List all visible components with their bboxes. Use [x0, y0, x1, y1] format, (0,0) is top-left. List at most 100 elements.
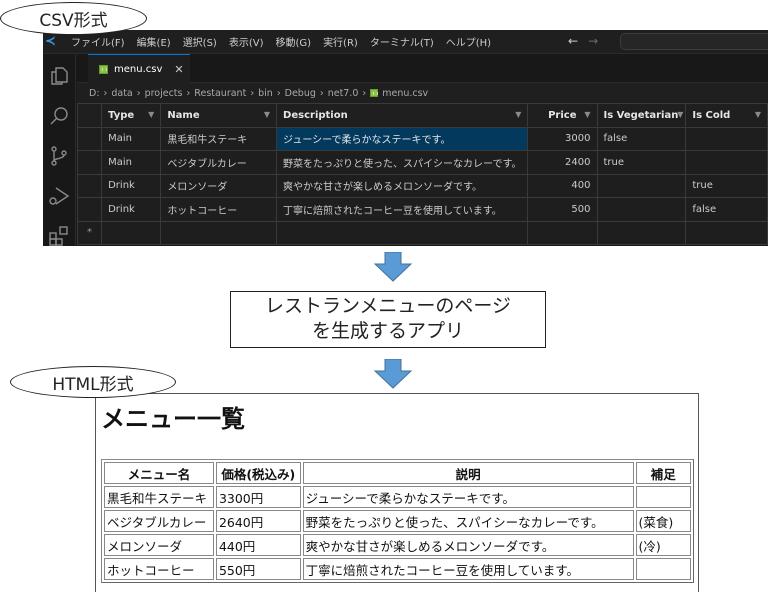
page-title: メニュー一覧 [101, 405, 245, 433]
chevron-right-icon: › [276, 87, 281, 99]
cell-empty[interactable] [685, 220, 768, 245]
menu-go[interactable]: 移動(G) [275, 38, 312, 49]
search-icon[interactable] [47, 104, 71, 128]
column-header-price[interactable]: Price▼ [527, 103, 598, 128]
forward-arrow-icon[interactable]: → [588, 34, 599, 48]
cell-price: 440円 [215, 534, 301, 556]
cell-description[interactable]: 野菜をたっぷりと使った、スパイシーなカレーです。 [276, 150, 529, 175]
filter-icon[interactable]: ▼ [754, 110, 761, 119]
breadcrumb-item[interactable]: net7.0 [327, 87, 359, 99]
tab-bar: menu.csv ✕ [77, 54, 768, 83]
breadcrumb-item[interactable]: data [111, 87, 133, 99]
menu-file[interactable]: ファイル(F) [71, 38, 125, 49]
extensions-icon[interactable] [47, 224, 71, 246]
row-header[interactable] [76, 150, 103, 175]
cell-type[interactable]: Main [101, 126, 162, 151]
column-header-type[interactable]: Type▼ [101, 103, 162, 128]
cell-price: 3300円 [215, 486, 301, 508]
cell-description[interactable]: 丁寧に焙煎されたコーヒー豆を使用しています。 [276, 197, 529, 222]
cell-is-vegetarian[interactable] [596, 197, 687, 222]
cell-type[interactable]: Drink [101, 173, 162, 198]
table-row: Main 黒毛和牛ステーキ ジューシーで柔らかなステーキです。 3000 fal… [76, 126, 768, 151]
breadcrumb-item[interactable]: projects [144, 87, 183, 99]
breadcrumb: D:› data› projects› Restaurant› bin› Deb… [77, 83, 768, 103]
source-control-icon[interactable] [47, 144, 71, 168]
cell-empty[interactable] [160, 220, 278, 245]
breadcrumb-item[interactable]: Restaurant [194, 87, 247, 99]
back-arrow-icon[interactable]: ← [568, 34, 579, 48]
csv-file-icon [99, 64, 108, 74]
cell-price[interactable]: 2400 [527, 150, 598, 175]
cell-is-vegetarian[interactable] [596, 173, 687, 198]
cell-description[interactable]: 爽やかな甘さが楽しめるメロンソーダです。 [276, 173, 529, 198]
breadcrumb-item[interactable]: D: [89, 87, 100, 99]
cell-is-cold[interactable]: true [685, 173, 768, 198]
breadcrumb-item[interactable]: bin [258, 87, 273, 99]
new-row: * [76, 220, 768, 245]
command-center-search[interactable] [620, 33, 768, 50]
header-price: 価格(税込み) [215, 462, 301, 484]
title-bar: ≺ ファイル(F) 編集(E) 選択(S) 表示(V) 移動(G) 実行(R) … [43, 30, 768, 54]
table-row: Drink ホットコーヒー 丁寧に焙煎されたコーヒー豆を使用しています。 500… [76, 197, 768, 222]
breadcrumb-item[interactable]: Debug [284, 87, 316, 99]
cell-name[interactable]: ベジタブルカレー [160, 150, 278, 175]
cell-price[interactable]: 3000 [527, 126, 598, 151]
run-debug-icon[interactable] [47, 184, 71, 208]
column-header-name[interactable]: Name▼ [160, 103, 278, 128]
cell-empty[interactable] [276, 220, 529, 245]
cell-is-vegetarian[interactable]: true [596, 150, 687, 175]
cell-is-cold[interactable] [685, 150, 768, 175]
filter-icon[interactable]: ▼ [263, 110, 271, 119]
cell-name[interactable]: メロンソーダ [160, 173, 278, 198]
cell-empty[interactable] [596, 220, 687, 245]
csv-format-label: CSV形式 [0, 2, 147, 35]
menu-terminal[interactable]: ターミナル(T) [369, 38, 434, 49]
cell-type[interactable]: Main [101, 150, 162, 175]
column-header-is-vegetarian[interactable]: Is Vegetarian▼ [596, 103, 687, 128]
chevron-right-icon: › [136, 87, 141, 99]
menu-table: メニュー名 価格(税込み) 説明 補足 黒毛和牛ステーキ 3300円 ジューシー… [101, 459, 694, 583]
cell-description-selected[interactable]: ジューシーで柔らかなステーキです。 [276, 126, 529, 151]
down-arrow-icon [373, 359, 413, 389]
cell-note: (冷) [635, 534, 691, 556]
new-row-marker[interactable]: * [76, 220, 103, 245]
menu-edit[interactable]: 編集(E) [136, 38, 171, 49]
menu-selection[interactable]: 選択(S) [182, 38, 217, 49]
tab-label: menu.csv [114, 63, 163, 75]
cell-menu-name: メロンソーダ [104, 534, 214, 556]
column-header-description[interactable]: Description▼ [276, 103, 529, 128]
html-format-label: HTML形式 [10, 366, 176, 398]
cell-price[interactable]: 500 [527, 197, 598, 222]
cell-empty[interactable] [101, 220, 162, 245]
cell-is-cold[interactable]: false [685, 197, 768, 222]
cell-empty[interactable] [527, 220, 598, 245]
filter-icon[interactable]: ▼ [148, 110, 155, 119]
row-header[interactable] [76, 173, 103, 198]
row-header-corner [76, 103, 103, 128]
cell-name[interactable]: ホットコーヒー [160, 197, 278, 222]
activity-bar: 2 [43, 54, 76, 246]
column-header-is-cold[interactable]: Is Cold▼ [685, 103, 768, 128]
cell-is-cold[interactable] [685, 126, 768, 151]
cell-is-vegetarian[interactable]: false [596, 126, 687, 151]
filter-icon[interactable]: ▼ [584, 110, 591, 119]
chevron-right-icon: › [103, 87, 108, 99]
chevron-right-icon: › [319, 87, 324, 99]
tab-menu-csv[interactable]: menu.csv ✕ [88, 54, 190, 83]
row-header[interactable] [76, 197, 103, 222]
filter-icon[interactable]: ▼ [515, 110, 522, 119]
menu-view[interactable]: 表示(V) [228, 38, 264, 49]
explorer-icon[interactable] [47, 64, 71, 88]
cell-price[interactable]: 400 [527, 173, 598, 198]
row-header[interactable] [76, 126, 103, 151]
table-row: メロンソーダ 440円 爽やかな甘さが楽しめるメロンソーダです。 (冷) [104, 534, 691, 556]
menu-run[interactable]: 実行(R) [323, 38, 358, 49]
menu-help[interactable]: ヘルプ(H) [445, 38, 492, 49]
breadcrumb-file[interactable]: menu.csv [370, 88, 428, 99]
cell-type[interactable]: Drink [101, 197, 162, 222]
header-menu-name: メニュー名 [104, 462, 214, 484]
cell-price: 550円 [215, 558, 301, 580]
filter-icon[interactable]: ▼ [677, 110, 684, 119]
close-icon[interactable]: ✕ [174, 62, 184, 76]
cell-name[interactable]: 黒毛和牛ステーキ [160, 126, 278, 151]
